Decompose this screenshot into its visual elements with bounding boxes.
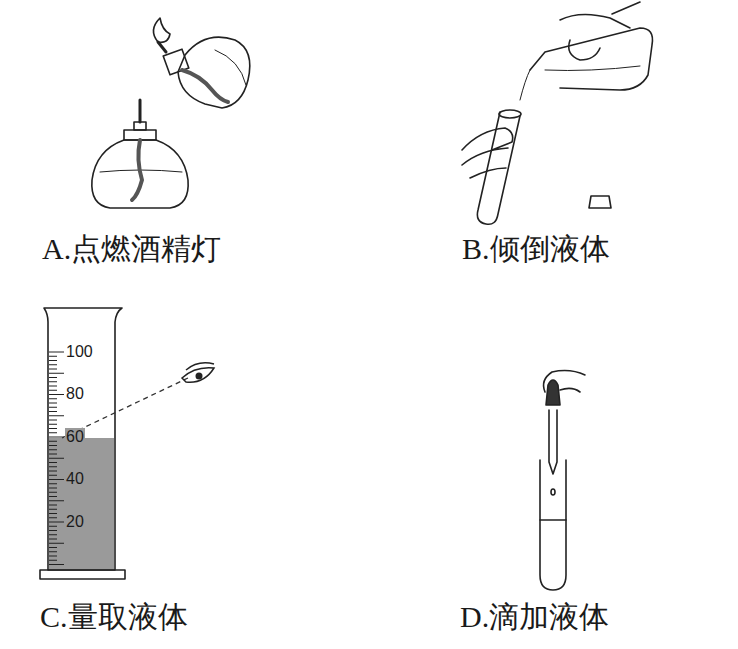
scale-tick xyxy=(49,403,57,404)
scale-number: 100 xyxy=(65,343,94,361)
scale-tick xyxy=(49,394,64,395)
scale-tick xyxy=(49,492,57,493)
scale-tick xyxy=(49,488,57,489)
scale-tick xyxy=(49,543,64,544)
scale-tick xyxy=(49,454,57,455)
scale-tick xyxy=(49,479,64,480)
scale-tick xyxy=(49,411,57,412)
scale-tick xyxy=(49,475,57,476)
scale-number: 40 xyxy=(65,470,85,488)
scale-tick xyxy=(49,352,64,353)
scale-tick xyxy=(49,483,57,484)
scale-tick xyxy=(49,369,57,370)
scale-tick xyxy=(49,564,64,565)
scale-tick xyxy=(49,398,57,399)
scale-number: 20 xyxy=(65,513,85,531)
scale-tick xyxy=(49,356,57,357)
panel-caption: B.倾倒液体 xyxy=(462,232,610,265)
scale-tick xyxy=(49,373,64,374)
scale-tick xyxy=(49,522,64,523)
scale-tick xyxy=(49,530,57,531)
scale-tick xyxy=(49,449,57,450)
scale-tick xyxy=(49,420,57,421)
scale-tick xyxy=(49,496,57,497)
scale-tick xyxy=(49,534,57,535)
scale-tick xyxy=(49,445,57,446)
scale-tick xyxy=(49,441,57,442)
panel-caption: A.点燃酒精灯 xyxy=(42,232,221,265)
scale-tick xyxy=(49,381,57,382)
scale-tick xyxy=(49,539,57,540)
scale-tick xyxy=(49,526,57,527)
panel-caption: D.滴加液体 xyxy=(460,600,609,633)
scale-tick xyxy=(49,415,64,416)
scale-tick xyxy=(49,517,57,518)
scale-tick xyxy=(49,466,57,467)
panel-caption: C.量取液体 xyxy=(40,600,188,633)
scale-tick xyxy=(49,556,57,557)
scale-tick xyxy=(49,437,64,438)
scale-tick xyxy=(49,560,57,561)
scale-tick xyxy=(49,551,57,552)
scale-tick xyxy=(49,458,64,459)
scale-tick xyxy=(49,407,57,408)
scale-tick xyxy=(49,547,57,548)
scale-tick xyxy=(49,428,57,429)
scale-tick xyxy=(49,462,57,463)
scale-tick xyxy=(49,432,57,433)
scale-tick xyxy=(49,513,57,514)
scale-tick xyxy=(49,377,57,378)
scale-tick xyxy=(49,390,57,391)
scale-tick xyxy=(49,505,57,506)
scale-tick xyxy=(49,509,57,510)
scale-tick xyxy=(49,364,57,365)
scale-tick xyxy=(49,424,57,425)
scale-tick xyxy=(49,471,57,472)
scale-tick xyxy=(49,360,57,361)
scale-tick xyxy=(49,500,64,501)
scale-number: 80 xyxy=(65,385,85,403)
scale-number: 60 xyxy=(65,428,85,446)
scale-tick xyxy=(49,386,57,387)
